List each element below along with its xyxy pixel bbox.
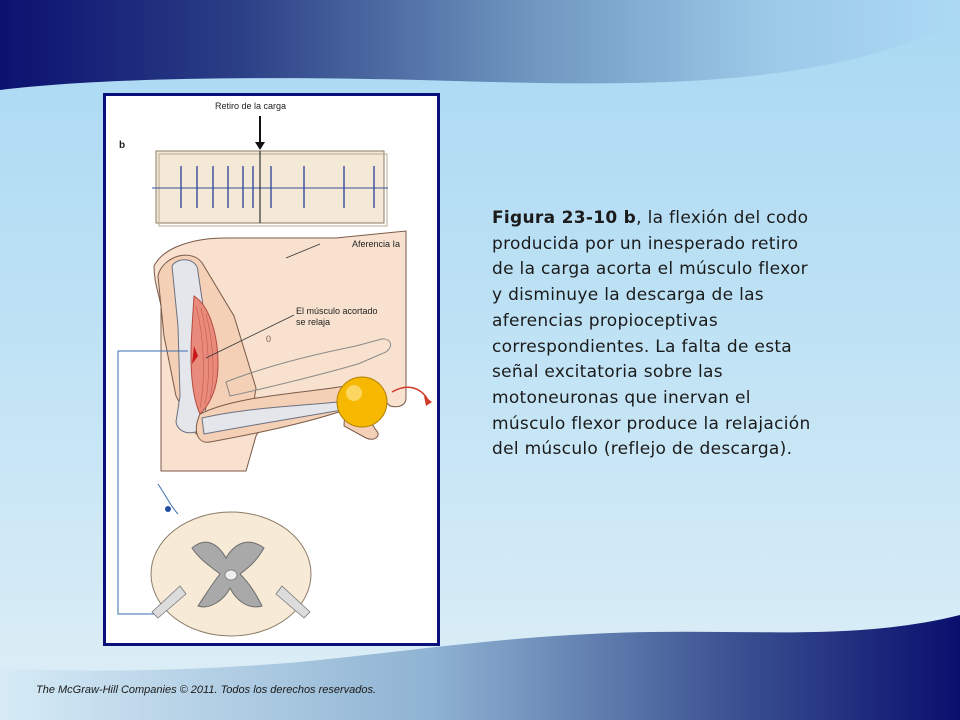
label-musculo-line1: El músculo acortado [296, 306, 378, 316]
caption-title: Figura 23-10 b [492, 208, 637, 228]
figure-label-b: b [119, 140, 126, 151]
caption-body: , la flexión del codo producida por un i… [492, 208, 811, 460]
figure-panel: b Retiro de la carga Aferencia Ia El mús… [103, 93, 440, 646]
label-aferencia: Aferencia Ia [352, 239, 401, 249]
figure-caption: Figura 23-10 b, la flexión del codo prod… [492, 206, 822, 463]
copyright-footer: The McGraw-Hill Companies © 2011. Todos … [36, 684, 377, 696]
label-zero: 0 [266, 334, 272, 344]
label-musculo-line2: se relaja [296, 317, 331, 327]
reflex-illustration [117, 116, 432, 637]
label-retiro-carga: Retiro de la carga [215, 101, 287, 111]
